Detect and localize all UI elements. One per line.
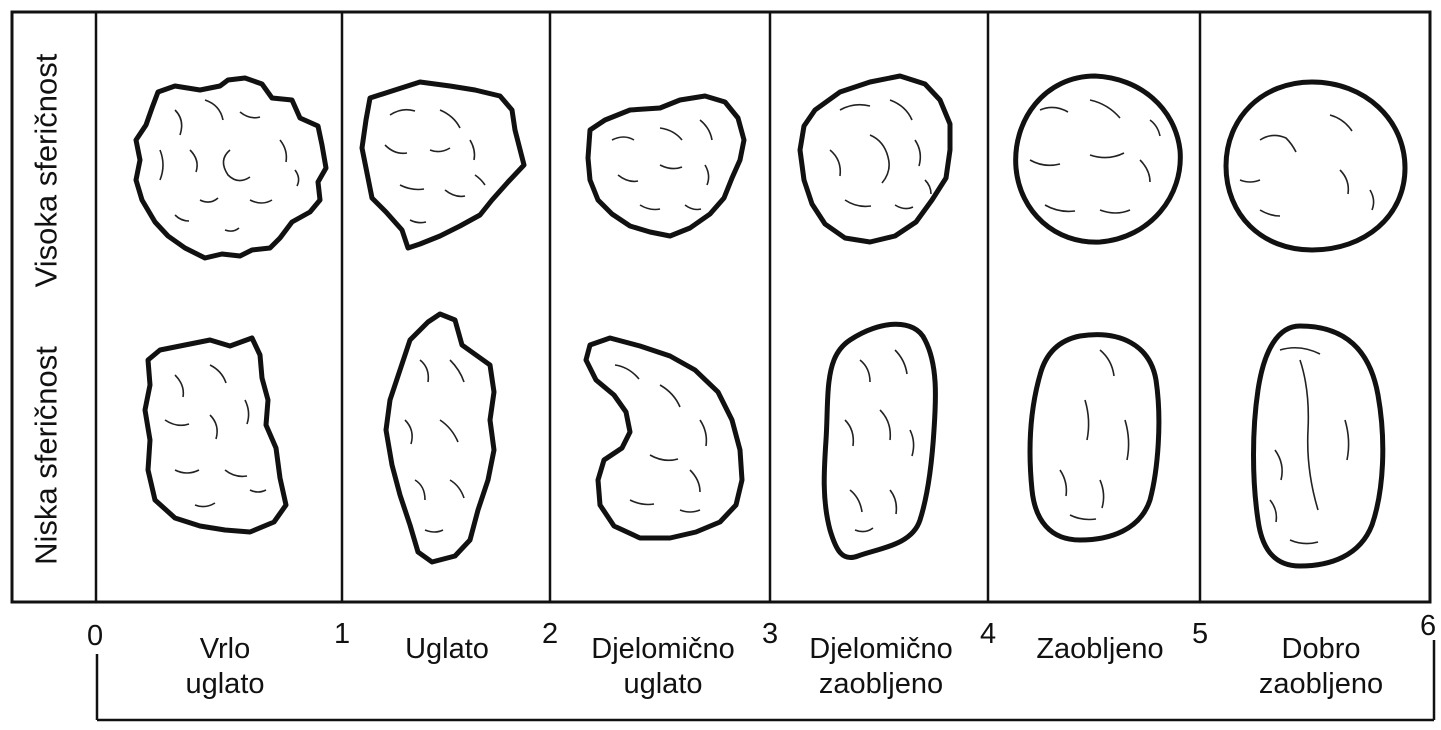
grain-rounded-high <box>1016 76 1181 242</box>
category-line2: uglato <box>150 667 300 702</box>
category-subangular: Djelomično uglato <box>568 632 758 702</box>
grain-angular-low <box>386 314 494 562</box>
grain-angular-high <box>362 82 524 248</box>
category-line1: Djelomično <box>786 632 976 667</box>
grain-subangular-low <box>586 338 742 538</box>
grain-wellrounded-high <box>1226 82 1405 250</box>
category-line2: zaobljeno <box>786 667 976 702</box>
category-line1: Zaobljeno <box>1010 632 1190 667</box>
category-line1: Vrlo <box>150 632 300 667</box>
grain-subangular-high <box>588 96 744 236</box>
grain-very-angular-high <box>136 78 326 258</box>
category-line1: Dobro <box>1236 632 1406 667</box>
category-well-rounded: Dobro zaobljeno <box>1236 632 1406 702</box>
grain-subrounded-high <box>800 76 950 242</box>
grain-subrounded-low <box>824 324 935 557</box>
label-high-sphericity: Visoka sferičnost <box>31 26 62 316</box>
label-low-sphericity: Niska sferičnost <box>31 311 62 601</box>
scale-number-2: 2 <box>542 620 558 649</box>
scale-number-0: 0 <box>87 622 103 651</box>
category-subrounded: Djelomično zaobljeno <box>786 632 976 702</box>
column-dividers <box>96 12 1200 602</box>
category-very-angular: Vrlo uglato <box>150 632 300 702</box>
grain-wellrounded-low <box>1254 326 1383 566</box>
category-rounded: Zaobljeno <box>1010 632 1190 667</box>
category-line1: Djelomično <box>568 632 758 667</box>
category-angular: Uglato <box>372 632 522 667</box>
category-line1: Uglato <box>372 632 522 667</box>
grain-rounded-low <box>1030 335 1159 540</box>
category-line2: uglato <box>568 667 758 702</box>
category-line2: zaobljeno <box>1236 667 1406 702</box>
scale-number-6: 6 <box>1420 612 1436 641</box>
grain-very-angular-low <box>145 338 286 532</box>
scale-number-5: 5 <box>1192 620 1208 649</box>
scale-number-4: 4 <box>980 620 996 649</box>
scale-number-3: 3 <box>762 620 778 649</box>
scale-number-1: 1 <box>334 620 350 649</box>
